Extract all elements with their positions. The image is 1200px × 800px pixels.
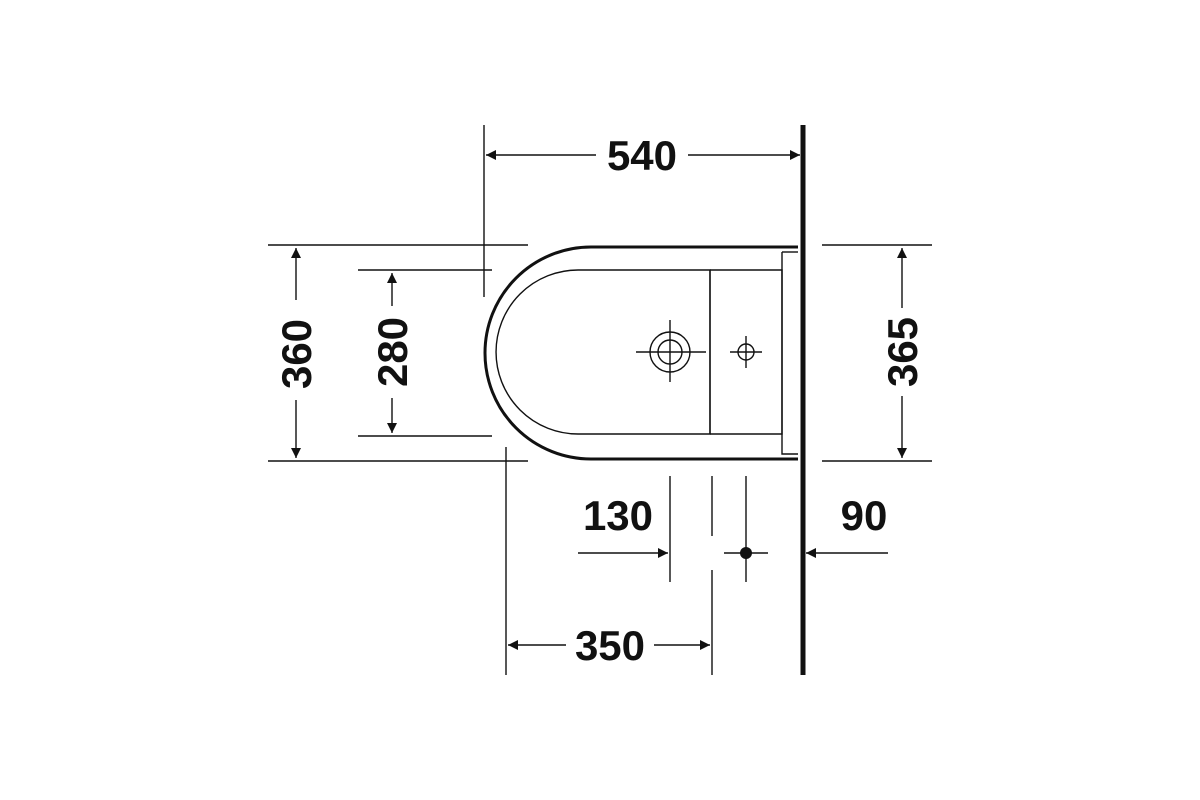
dim-label-wall-offset: 90 [841,492,888,539]
tap-hole-symbol [636,320,706,382]
dim-label-outer-width: 360 [273,319,320,389]
dim-label-tap-offset: 130 [583,492,653,539]
overflow-hole-symbol [730,336,762,368]
drain-point-marker [740,547,752,559]
dim-label-depth: 540 [607,132,677,179]
extension-lines [268,125,932,675]
wall-flange [781,252,798,455]
dim-label-fixing-distance: 350 [575,622,645,669]
dim-label-inner-width: 280 [369,317,416,387]
bidet-outer-outline [483,245,798,461]
bidet-inner-bowl [495,269,711,435]
dim-label-seat-width: 365 [879,317,926,387]
